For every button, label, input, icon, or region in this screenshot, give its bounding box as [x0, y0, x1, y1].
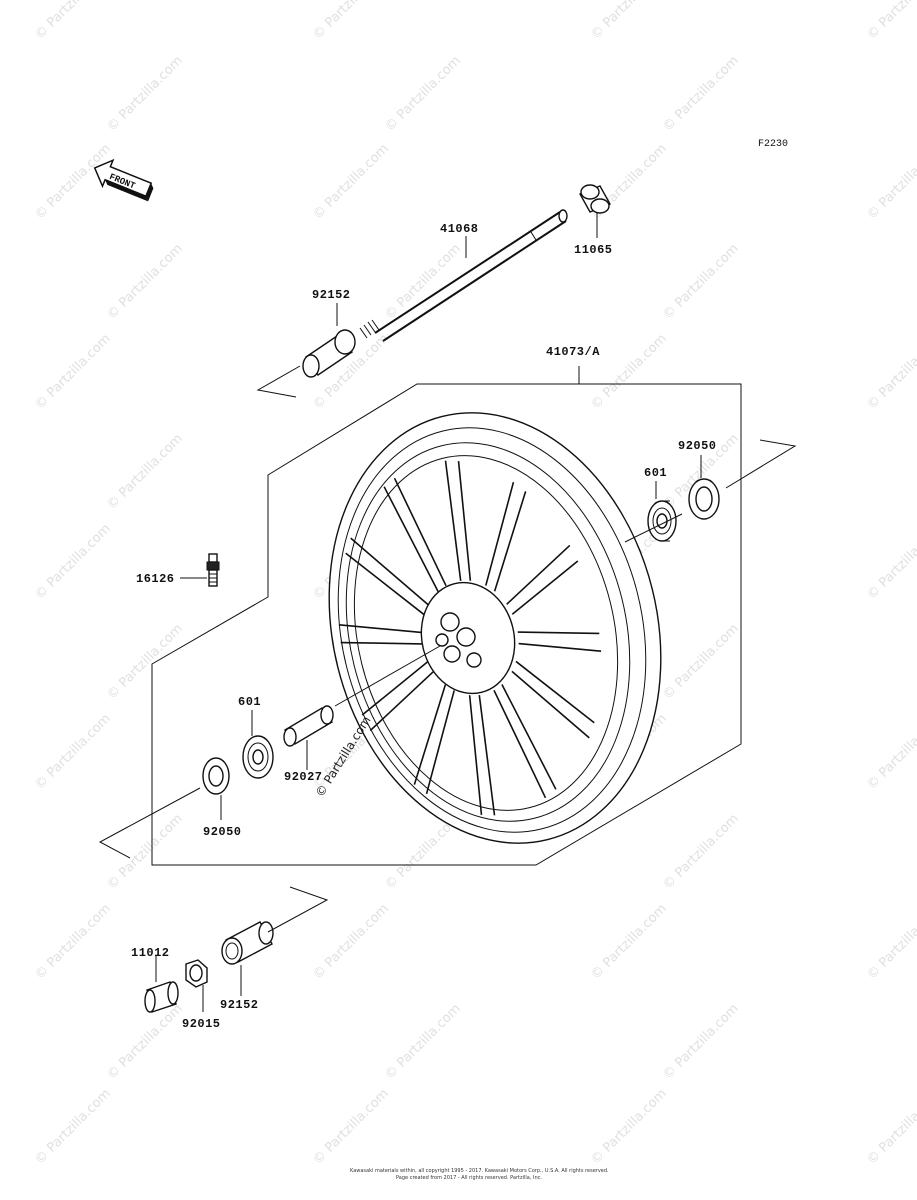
wheel-spoke [350, 537, 429, 606]
watermark-text: © Partzilla.com [104, 431, 186, 513]
wheel-spoke [340, 641, 423, 645]
watermark-text: © Partzilla.com [864, 331, 917, 413]
watermark-text: © Partzilla.com [32, 901, 114, 983]
watermark-text: © Partzilla.com [588, 0, 670, 43]
axle-cap-part[interactable] [579, 184, 611, 214]
watermark-text: © Partzilla.com [32, 711, 114, 793]
watermark-text: © Partzilla.com [864, 0, 917, 43]
wheel-spoke [444, 460, 462, 581]
wheel-spoke [413, 684, 447, 785]
spacer-part[interactable] [283, 705, 334, 747]
wheel-spoke [515, 660, 595, 724]
wheel-spoke [393, 477, 447, 587]
label-cap: 11012 [131, 946, 170, 960]
watermark-text: © Partzilla.com [104, 1001, 186, 1083]
watermark-text: © Partzilla.com [382, 1001, 464, 1083]
watermark-text: © Partzilla.com [382, 53, 464, 135]
label-collar-top: 92152 [312, 288, 351, 302]
label-collar-bottom: 92152 [220, 998, 259, 1012]
wheel-spoke [361, 661, 429, 716]
wheel-spoke [468, 695, 483, 815]
wheel-spoke [425, 690, 455, 795]
watermark-text: © Partzilla.com [660, 53, 742, 135]
wheel-spoke [478, 695, 496, 816]
watermark-text: © Partzilla.com [310, 1086, 392, 1168]
watermark-text: © Partzilla.com [588, 331, 670, 413]
watermark-text: © Partzilla.com [310, 901, 392, 983]
footer-line-1: Kawasaki materials within, all copyright… [350, 1168, 609, 1174]
watermark-text: © Partzilla.com [104, 621, 186, 703]
watermark-text: © Partzilla.com [864, 141, 917, 223]
oil-seal-right-part[interactable] [688, 478, 720, 520]
wheel-spoke [457, 461, 472, 581]
bearing-left-part[interactable] [242, 735, 274, 779]
label-oil-seal-right: 92050 [678, 439, 717, 453]
front-arrow-icon: FRONT [93, 158, 154, 202]
label-valve: 16126 [136, 572, 175, 586]
wheel-spoke [485, 481, 515, 586]
watermark-text: © Partzilla.com [310, 0, 392, 43]
label-nut: 92015 [182, 1017, 221, 1031]
wheel-spoke [338, 623, 422, 634]
watermark-text: © Partzilla.com [32, 521, 114, 603]
wheel-spoke [369, 671, 434, 732]
nut-part[interactable] [185, 959, 208, 988]
oil-seal-left-part[interactable] [202, 757, 230, 795]
wheel-spoke [506, 544, 571, 605]
watermark-text: © Partzilla.com [864, 901, 917, 983]
label-spacer: 92027 [284, 770, 323, 784]
collar-top-part[interactable] [302, 329, 356, 378]
watermark-text: © Partzilla.com [104, 241, 186, 323]
watermark-text: © Partzilla.com [588, 901, 670, 983]
label-bearing-left: 601 [238, 695, 261, 709]
watermark-text: © Partzilla.com [104, 811, 186, 893]
bearing-right-part[interactable] [647, 500, 677, 542]
wheel-spoke [511, 670, 590, 739]
watermark-text: © Partzilla.com [660, 1001, 742, 1083]
watermark-text: © Partzilla.com [32, 1086, 114, 1168]
watermark-text: © Partzilla.com [660, 621, 742, 703]
wheel-spoke [511, 560, 579, 615]
watermark-text: © Partzilla.com [864, 1086, 917, 1168]
watermark-text: © Partzilla.com [864, 711, 917, 793]
watermark-text: © Partzilla.com [660, 241, 742, 323]
wheel-spoke [501, 684, 557, 790]
wheel-spoke [518, 642, 602, 653]
collar-bottom-part[interactable] [221, 921, 274, 965]
label-bearing-right: 601 [644, 466, 667, 480]
wheel-spoke [517, 631, 600, 635]
wheel-spoke [493, 491, 527, 592]
wheel-spoke [493, 689, 547, 799]
label-axle-cap: 11065 [574, 243, 613, 257]
cap-part[interactable] [144, 981, 179, 1013]
wheel-spoke [345, 552, 425, 616]
label-wheel: 41073/A [546, 345, 600, 359]
watermark-text: © Partzilla.com [104, 53, 186, 135]
watermark-text: © Partzilla.com [588, 1086, 670, 1168]
valve-part[interactable] [206, 553, 220, 587]
label-oil-seal-left: 92050 [203, 825, 242, 839]
wheel-part[interactable] [285, 377, 705, 878]
label-axle: 41068 [440, 222, 479, 236]
axle-part[interactable] [359, 209, 568, 342]
watermark-text: © Partzilla.com [32, 0, 114, 43]
footer-line-2: Page created from 2017 - All rights rese… [396, 1175, 542, 1181]
watermark-text: © Partzilla.com [310, 141, 392, 223]
watermark-text: © Partzilla.com [864, 521, 917, 603]
wheel-spoke [383, 486, 439, 592]
watermark-text: © Partzilla.com [32, 331, 114, 413]
watermark-text: © Partzilla.com [660, 811, 742, 893]
figure-code: F2230 [758, 139, 788, 150]
